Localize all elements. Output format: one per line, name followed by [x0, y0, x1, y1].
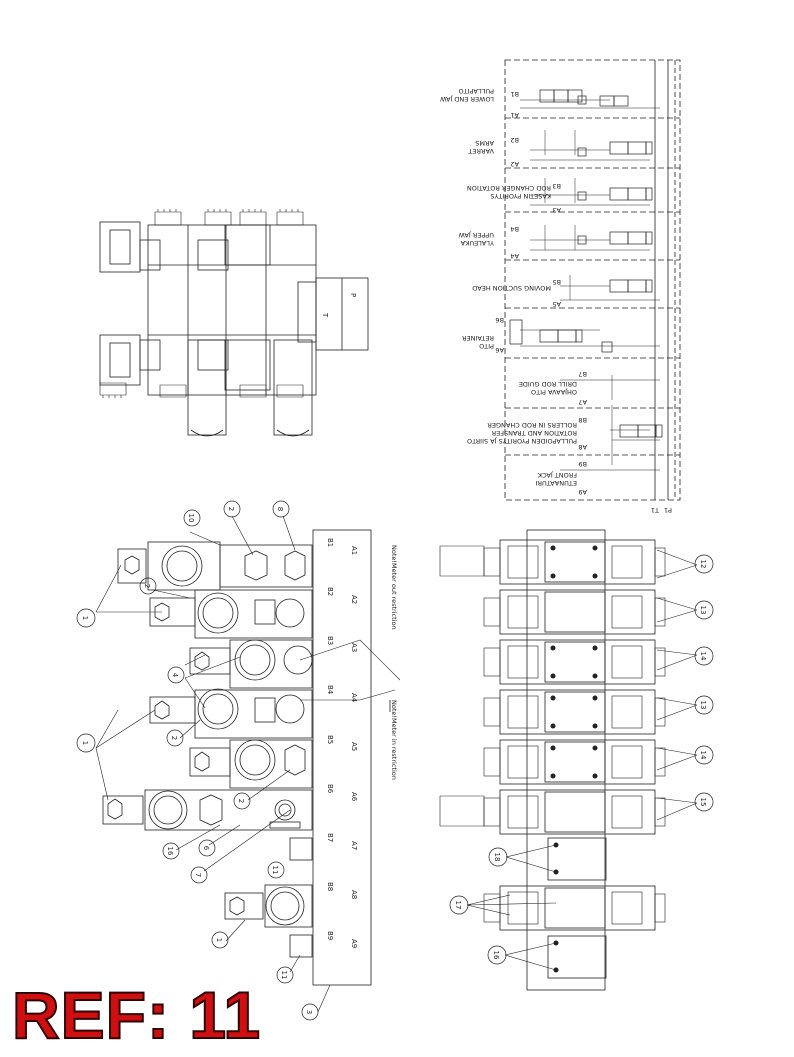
asm-port-b7: B7	[326, 833, 334, 842]
asm-port-a7: A7	[350, 841, 358, 850]
section-9-desc-line-1: FRONT JACK	[537, 471, 577, 479]
callout-left-6: 4	[171, 673, 179, 678]
asm-port-b6: B6	[326, 784, 334, 794]
note-meter-out: Note!Meter out restriction	[390, 545, 398, 630]
port-b2-label: B2	[510, 136, 519, 144]
callout-left-1: 10	[187, 514, 195, 523]
port-a3-label: A3	[552, 206, 561, 214]
asm-port-a1: A1	[350, 546, 358, 555]
port-b4-label: B4	[510, 225, 519, 233]
port-a7-label: A7	[578, 398, 587, 406]
port-b8-label: B8	[578, 416, 587, 424]
port-b1-label: B1	[510, 90, 519, 98]
port-a4-label: A4	[510, 252, 519, 260]
callout-right-1: 12	[699, 560, 707, 569]
port-a8-label: A8	[578, 443, 587, 451]
section-3-desc-line-2: KASETIN PYORITYS	[490, 192, 551, 200]
section-2-desc-line-1: ARMS	[475, 139, 494, 147]
asm-port-a8: A8	[350, 890, 358, 899]
callout-left-12: 7	[194, 873, 202, 877]
callout-left-14: 1	[215, 938, 223, 942]
valve-block-top-view: P T	[99, 209, 369, 437]
callout-right-6: 15	[699, 798, 707, 807]
reference-label: REF: 11	[11, 978, 262, 1052]
section-3-desc-line-1: ROD CHANGER ROTATION	[467, 184, 551, 192]
callout-right-9: 16	[492, 951, 500, 960]
port-b7-label: B7	[578, 370, 587, 378]
callout-left-7: 1	[81, 741, 89, 745]
section-1-desc-line-1: PULLAPITO	[459, 87, 494, 95]
asm-port-a6: A6	[350, 792, 358, 802]
section-4-desc-line-1: UPPER JAW	[458, 231, 494, 239]
section-2-desc-line-2: VARRET	[468, 147, 494, 155]
callout-left-3: 8	[276, 507, 284, 511]
port-b6-label: B6	[495, 316, 504, 324]
port-a5-label: A5	[552, 300, 561, 308]
callout-right-3: 14	[699, 652, 707, 661]
callout-left-10: 16	[166, 847, 174, 856]
section-8-desc-line-2: ROTATION AND TRANSFER	[491, 429, 577, 437]
callout-left-5: 2	[143, 584, 151, 588]
asm-port-b4: B4	[326, 685, 334, 695]
asm-port-a3: A3	[350, 643, 358, 652]
asm-port-a5: A5	[350, 742, 358, 751]
asm-port-b8: B8	[326, 882, 334, 891]
callout-right-7: 18	[493, 853, 501, 862]
callout-right-5: 14	[699, 751, 707, 760]
callout-left-11: 6	[202, 846, 210, 851]
hydraulic-schematic: B1 A1 B2 A2 B3 A3 B4 A4 B5 A5 B6 A6 B7 A…	[439, 59, 681, 514]
section-1-desc-line-2: LOWER END JAW	[439, 95, 494, 103]
callout-left-15: 11	[280, 971, 288, 980]
section-7-desc-line-1: DRILL ROD GUIDE	[519, 380, 577, 388]
callout-left-4: 1	[81, 616, 89, 620]
asm-port-a4: A4	[350, 693, 358, 703]
port-b9-label: B9	[578, 460, 587, 468]
section-6-desc-line-2: PITO	[479, 342, 494, 350]
supply-p1-label: P1	[664, 506, 672, 514]
section-6-desc-line-1: RETAINER	[462, 334, 494, 342]
section-8-desc-line-1: ROLLERS IN ROD CHANGER	[487, 421, 577, 429]
callout-right-4: 13	[699, 701, 707, 710]
port-a2-label: A2	[510, 160, 519, 168]
asm-port-b9: B9	[326, 931, 334, 940]
port-a1-label: A1	[510, 111, 519, 119]
section-8-desc-line-3: PULLAPOIDEN PYORITYS JA SIIRTO	[467, 437, 577, 445]
callout-left-8: 2	[170, 736, 178, 740]
callout-right-8: 17	[454, 901, 462, 910]
section-7-desc-line-2: OHJAAVA PITO	[531, 388, 577, 396]
callout-left-13: 11	[271, 866, 279, 875]
callout-left-2: 2	[227, 507, 235, 511]
solenoid-valve-stack: 12 13 14 13 14 15 18 17 16	[439, 529, 714, 991]
note-meter-in: Note!Meter in restriction	[390, 700, 398, 780]
port-p-label: P	[349, 293, 357, 297]
asm-port-b5: B5	[326, 735, 334, 744]
valve-assembly-ports-view: B1 A1 B2 A2 B3 A3 B4 A4 B5 A5 B6 A6 B7 A…	[76, 500, 401, 1021]
port-t-label: T	[321, 312, 329, 318]
callout-left-16: 3	[305, 1010, 313, 1014]
asm-port-b3: B3	[326, 636, 334, 645]
callout-right-2: 13	[699, 606, 707, 615]
section-4-desc-line-2: YLALEUKA	[460, 239, 495, 247]
callout-left-9: 2	[237, 799, 245, 803]
supply-t1-label: T1	[651, 506, 660, 514]
port-a6-label: A6	[495, 346, 504, 354]
port-a9-label: A9	[578, 488, 587, 496]
asm-port-a9: A9	[350, 939, 358, 948]
port-b3-label: B3	[552, 182, 561, 190]
asm-port-a2: A2	[350, 595, 358, 604]
asm-port-b1: B1	[326, 538, 334, 547]
asm-port-b2: B2	[326, 587, 334, 596]
port-b5-label: B5	[552, 278, 561, 286]
section-9-desc-line-2: ETUNAATURI	[535, 479, 577, 487]
section-5-desc-line-1: MOVING SUCTION HEAD	[472, 284, 551, 292]
